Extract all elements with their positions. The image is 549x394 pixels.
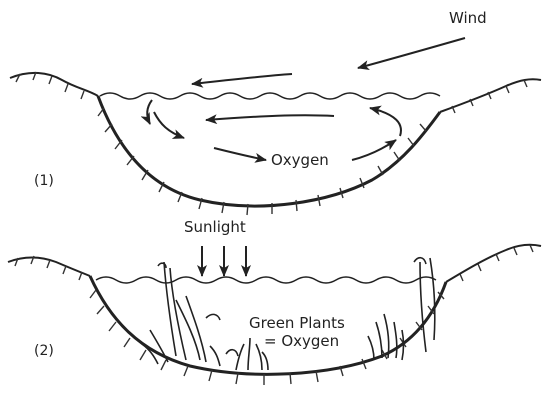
wind-label: Wind: [449, 11, 487, 26]
panel-1: [10, 38, 541, 215]
panel-2-number: (2): [34, 344, 54, 358]
oxygen-equals-label: = Oxygen: [264, 334, 339, 349]
panel-1-number: (1): [34, 174, 54, 188]
water-surface-1: [100, 93, 440, 99]
ground-left-1: [10, 73, 98, 96]
left-loop-arrow: [154, 112, 184, 138]
sunlight-label: Sunlight: [184, 220, 246, 235]
surface-current-arrow: [192, 74, 292, 84]
ground-left-2: [8, 258, 90, 277]
downwelling-arrow: [147, 100, 152, 124]
pond-basin-1: [98, 96, 440, 206]
oxygen-label: Oxygen: [271, 153, 329, 168]
bottom-current-arrow: [214, 148, 266, 160]
ground-right-2: [446, 245, 541, 282]
rising-oxygen-arrow: [352, 140, 396, 160]
upwelling-arrow: [370, 108, 401, 136]
green-plants-label: Green Plants: [249, 316, 345, 331]
wind-arrow: [358, 38, 465, 68]
water-surface-2: [96, 277, 436, 283]
return-current-arrow: [206, 115, 334, 120]
